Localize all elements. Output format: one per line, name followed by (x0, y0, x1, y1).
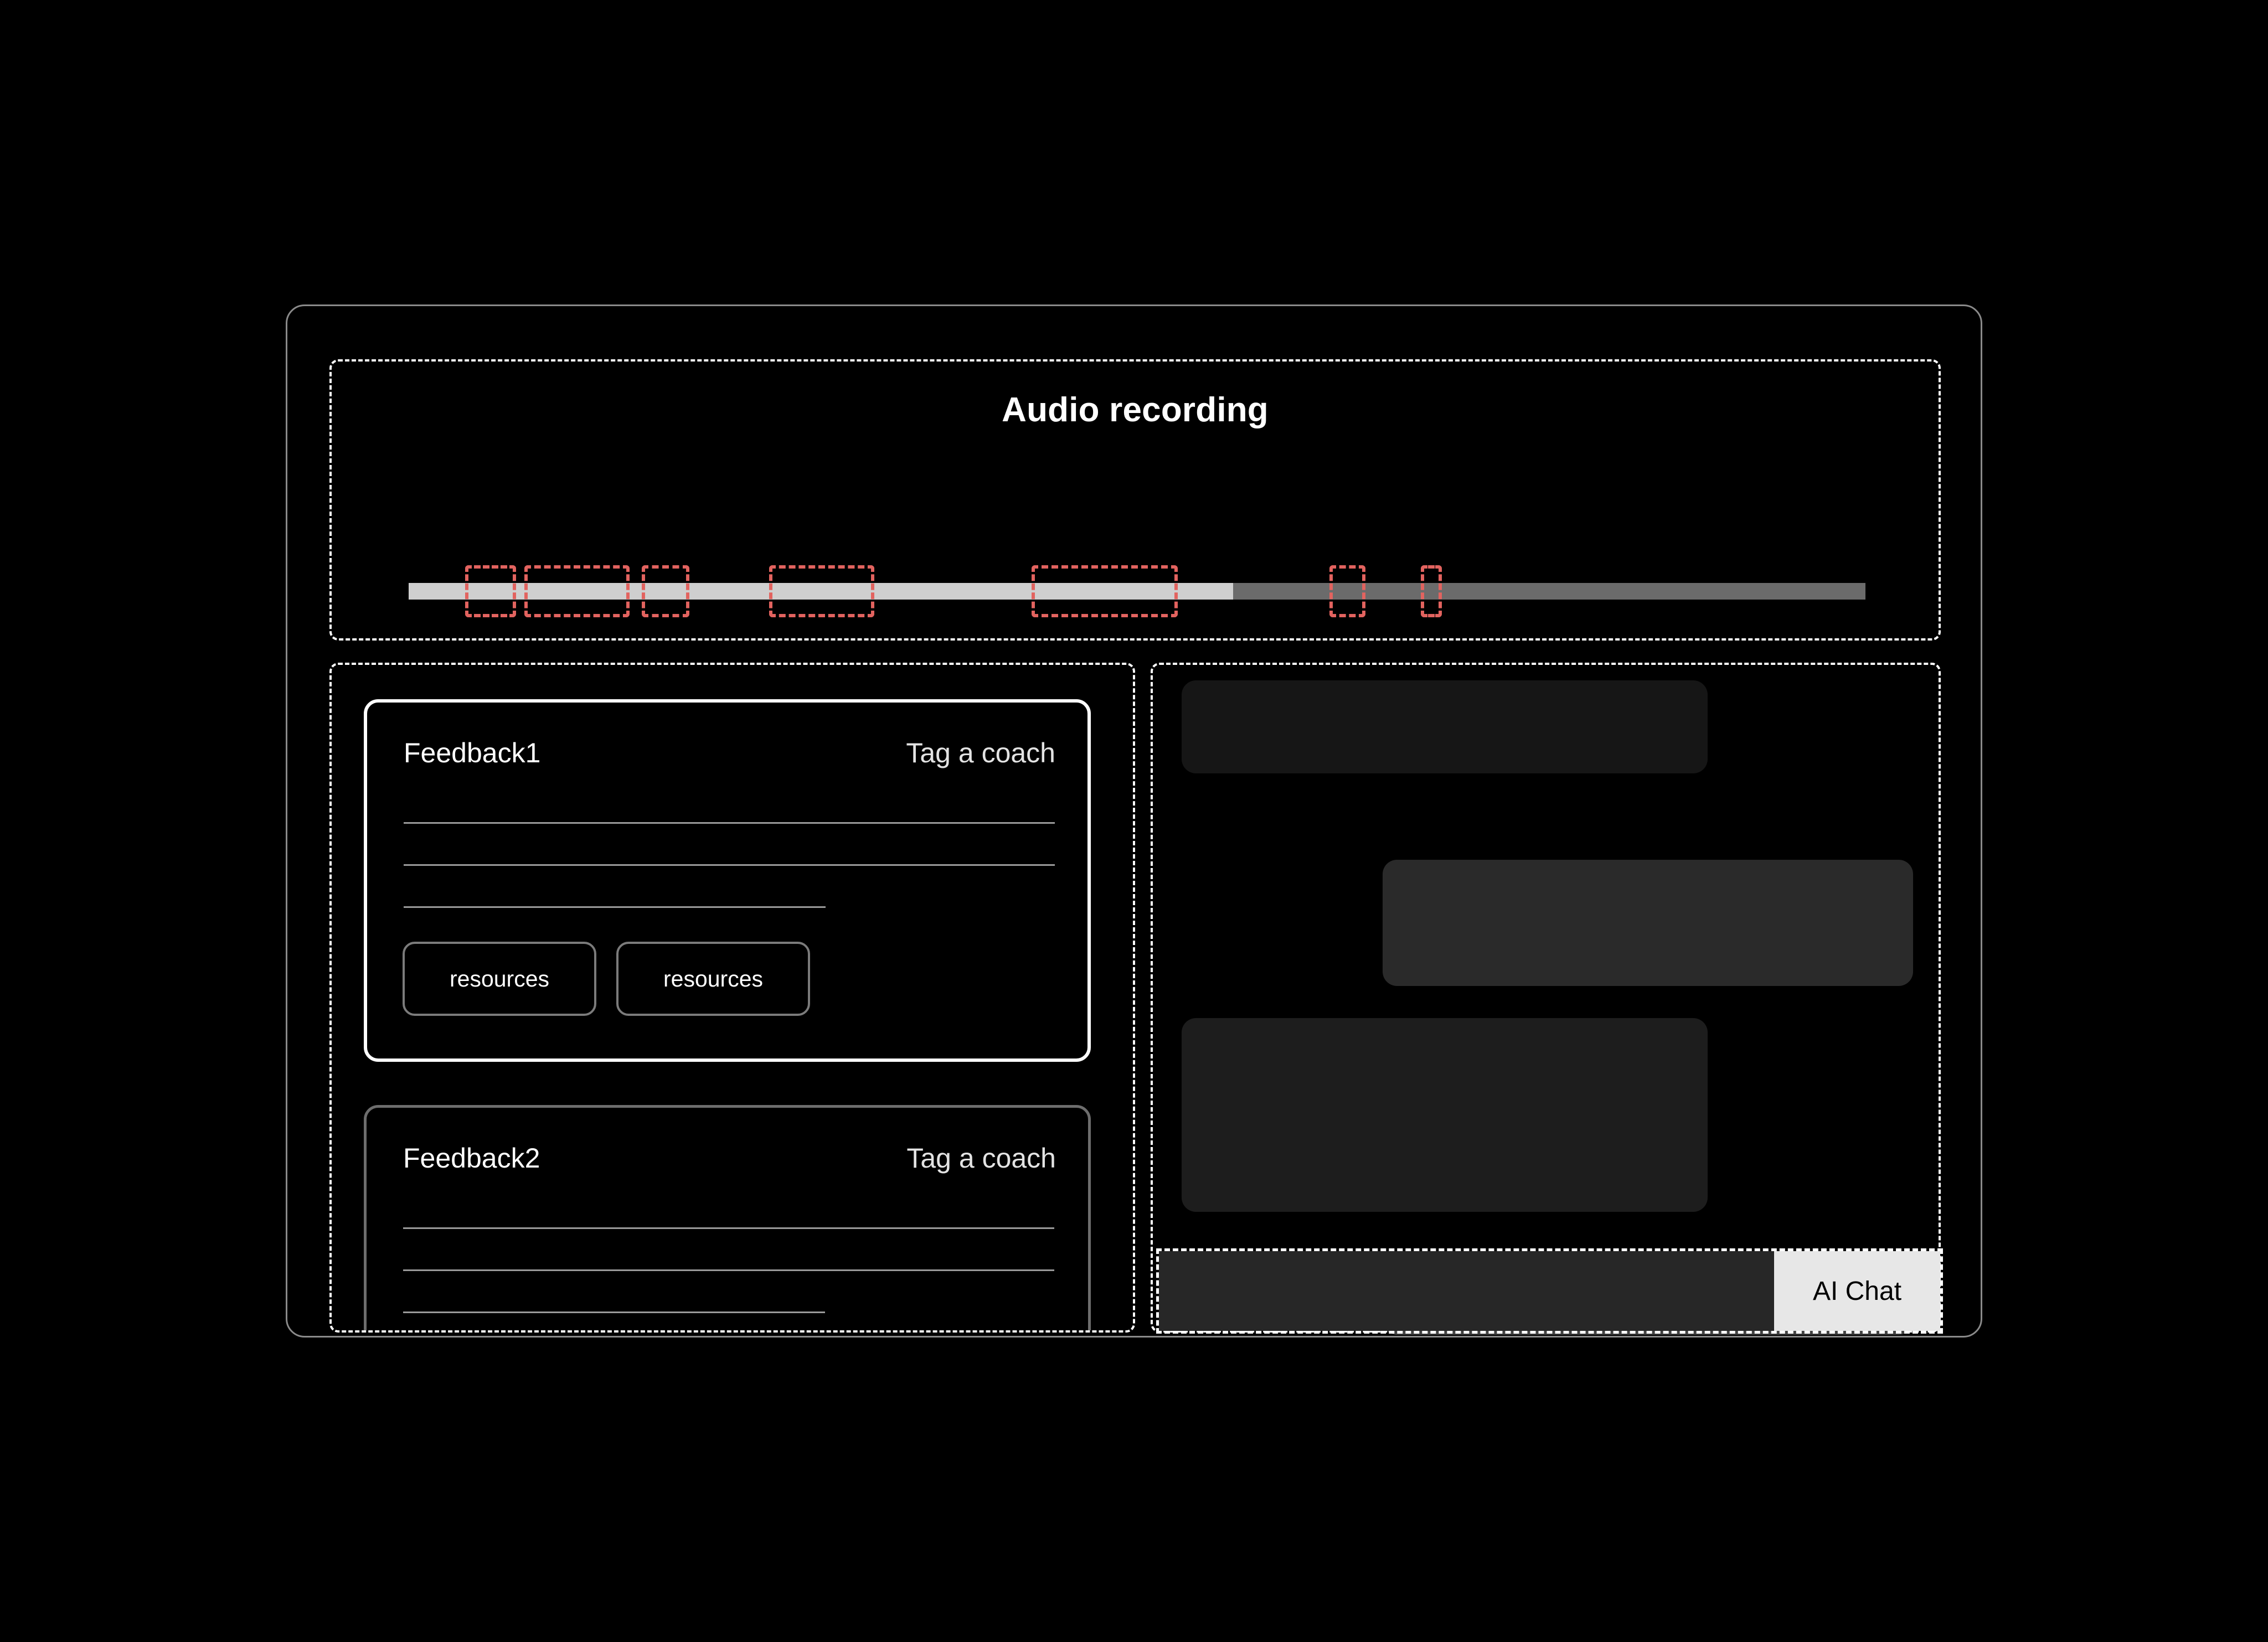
feedback-card-1-actions: resources resources (403, 942, 810, 1016)
chat-bubble-3 (1182, 1018, 1708, 1212)
audio-recording-title: Audio recording (1002, 391, 1269, 429)
feedback-card-1-title: Feedback1 (404, 737, 541, 768)
feedback-card-1[interactable]: Feedback1 Tag a coach resources resource… (364, 699, 1091, 1062)
audio-recording-panel: Audio recording (329, 359, 1941, 641)
marker-4[interactable] (769, 565, 874, 617)
feedback-card-2-header: Feedback2 Tag a coach (403, 1142, 1056, 1174)
feedback-card-1-note-line-2[interactable] (404, 864, 1055, 866)
feedback-card-2-note-line-2[interactable] (403, 1269, 1054, 1271)
audio-progress-remaining (1233, 583, 1865, 600)
chat-input-row: AI Chat (1156, 1248, 1943, 1334)
marker-3[interactable] (642, 565, 689, 617)
chat-input[interactable] (1159, 1251, 1774, 1331)
resources-button-2[interactable]: resources (616, 942, 810, 1016)
feedback-card-2-note-line-3[interactable] (403, 1311, 825, 1313)
marker-7[interactable] (1421, 565, 1442, 617)
feedback-card-1-note-line-1[interactable] (404, 822, 1055, 824)
feedback-card-1-header: Feedback1 Tag a coach (404, 737, 1055, 769)
marker-5[interactable] (1032, 565, 1178, 617)
audio-timeline[interactable] (409, 565, 1865, 617)
ai-chat-panel: AI Chat (1151, 663, 1943, 1335)
feedback-card-1-tag-a-coach[interactable]: Tag a coach (906, 737, 1055, 768)
ai-chat-send-button[interactable]: AI Chat (1774, 1251, 1940, 1331)
feedback-card-2-tag-a-coach[interactable]: Tag a coach (906, 1143, 1056, 1174)
feedback-list-panel: Feedback1 Tag a coach resources resource… (329, 663, 1135, 1333)
audio-progress-played (409, 583, 1233, 600)
chat-bubble-1 (1182, 680, 1708, 773)
feedback-card-1-note-line-3[interactable] (404, 906, 826, 908)
marker-2[interactable] (524, 565, 630, 617)
app-window: Audio recording Feedback1 Tag a coach re… (286, 304, 1982, 1338)
feedback-card-2[interactable]: Feedback2 Tag a coach (364, 1105, 1091, 1330)
chat-bubble-2 (1383, 860, 1913, 986)
marker-6[interactable] (1329, 565, 1365, 617)
marker-1[interactable] (465, 565, 516, 617)
chat-message-list (1153, 665, 1939, 1335)
resources-button-1[interactable]: resources (403, 942, 596, 1016)
feedback-card-2-title: Feedback2 (403, 1143, 540, 1174)
feedback-card-2-note-line-1[interactable] (403, 1227, 1054, 1229)
